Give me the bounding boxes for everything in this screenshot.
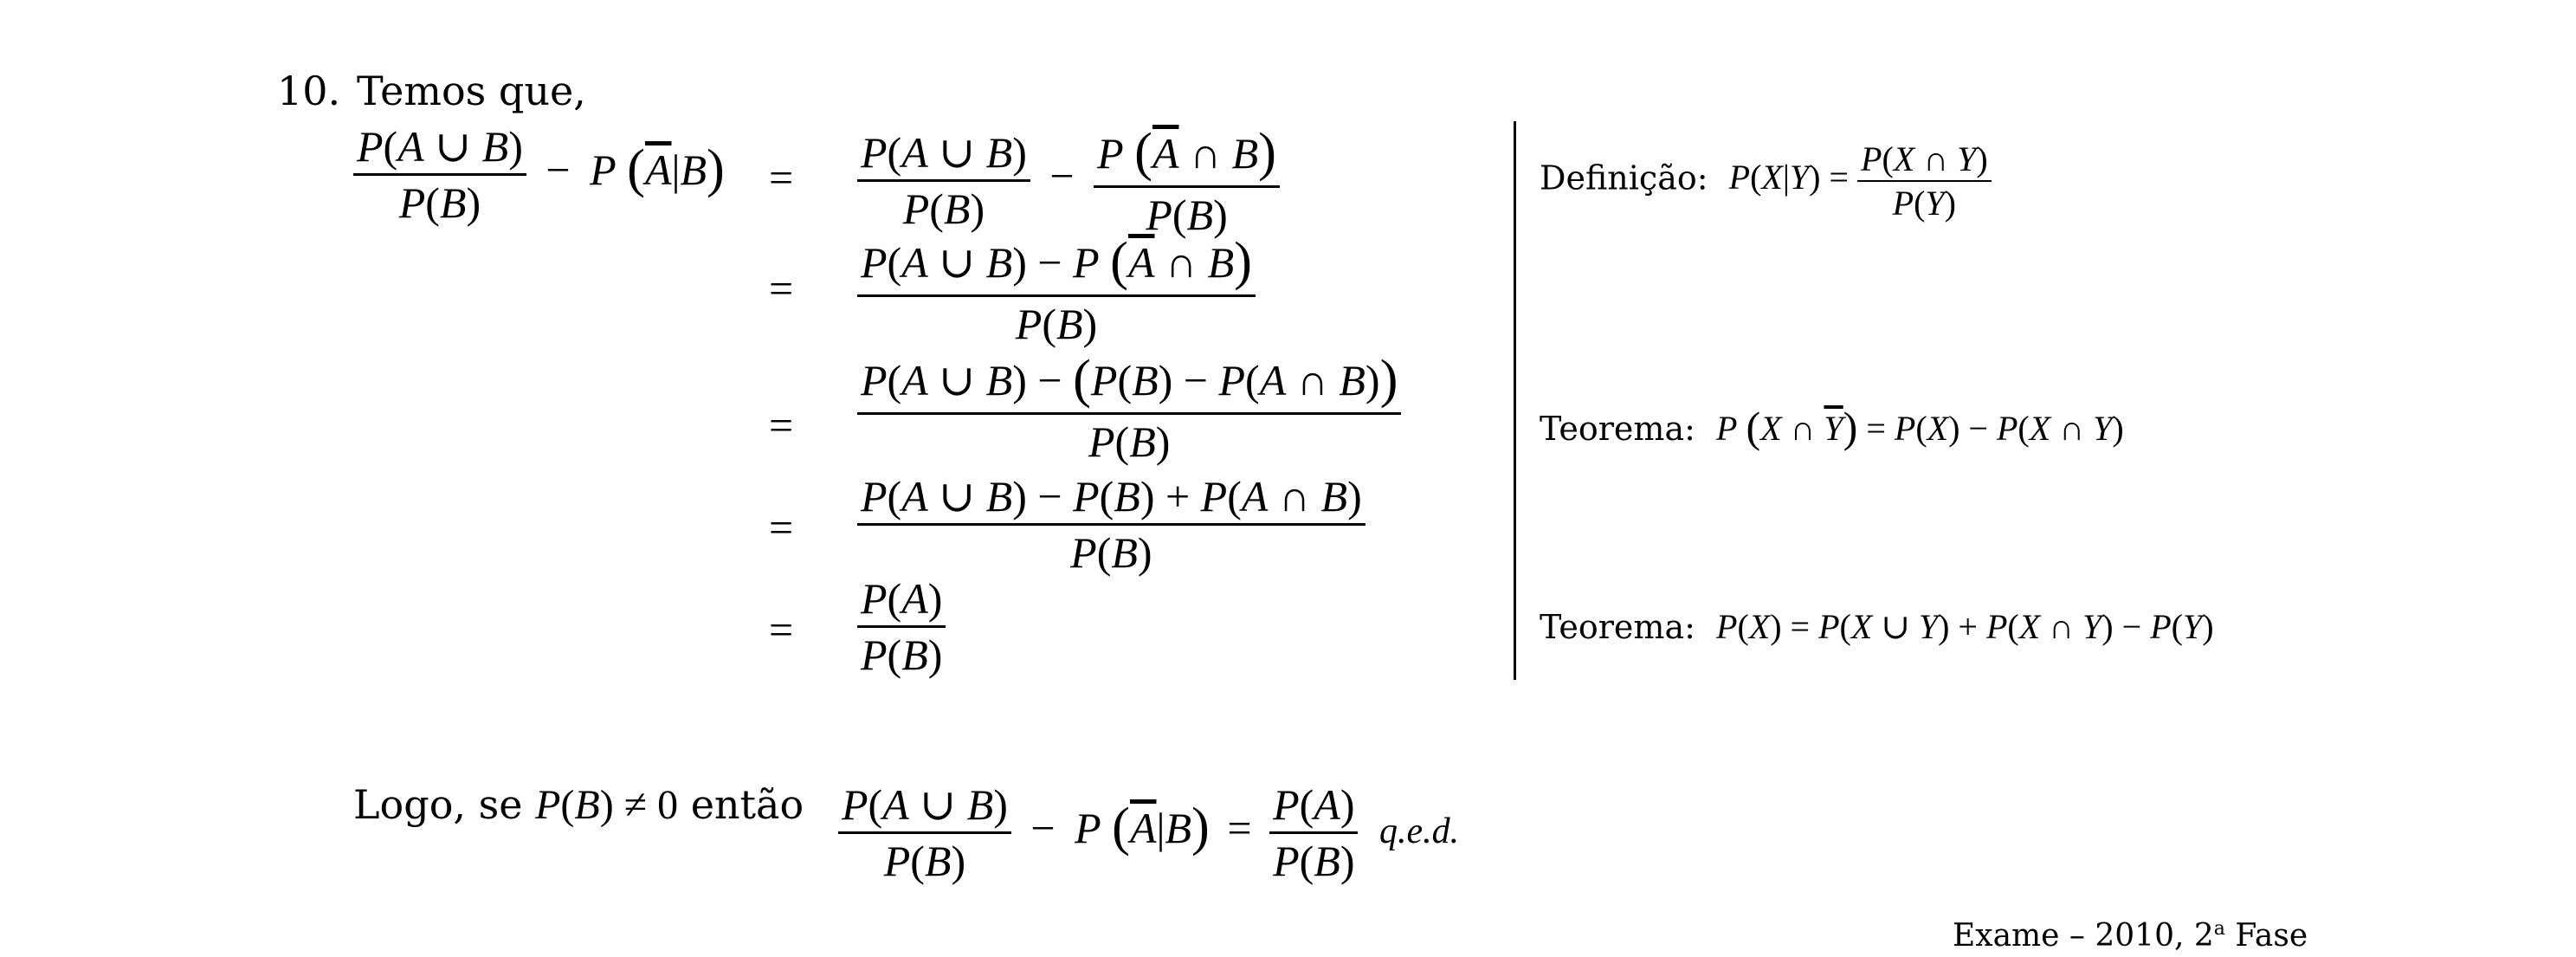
lhs-minus: − — [546, 145, 571, 194]
derivation-lhs: P(A ∪ B) P(B) − P (A|B) — [353, 123, 725, 226]
lhs-denominator: P(B) — [398, 178, 481, 227]
conclusion-prefix: Logo, se — [353, 781, 523, 828]
justification-1-label: Definição: — [1540, 158, 1708, 197]
justification-theorem-union: Teorema: P(X) = P(X ∪ Y) + P(X ∩ Y) − P(… — [1540, 610, 2214, 644]
justification-definition: Definição: P(X|Y) = P(X ∩ Y) P(Y) — [1540, 140, 1992, 222]
conclusion-condition: P(B) ≠ 0 — [535, 782, 679, 828]
qed-mark: q.e.d. — [1378, 811, 1460, 851]
justification-1-formula: P(X|Y) = P(X ∩ Y) P(Y) — [1729, 140, 1992, 222]
equals-3: = — [769, 401, 794, 449]
conclusion-formula: P(A ∪ B) P(B) − P (A|B) = P(A) P(B) q.e.… — [838, 781, 1459, 884]
conclusion-then: então — [690, 781, 804, 828]
step-1-minus: − — [1049, 151, 1075, 200]
conclusion: Logo, se P(B) ≠ 0 então — [353, 785, 804, 826]
lhs-conditional-term: P (A|B) — [590, 137, 725, 198]
conclusion-lhs-fraction: P(A ∪ B) P(B) — [838, 781, 1011, 884]
equals-4: = — [769, 503, 794, 552]
exam-source-ordinal: a — [2213, 918, 2225, 940]
justification-divider — [1514, 121, 1516, 680]
justification-1-fraction: P(X ∩ Y) P(Y) — [1857, 140, 1992, 222]
justification-theorem-complement: Teorema: P (X ∩ Y) = P(X) − P(X ∩ Y) — [1540, 405, 2124, 449]
conclusion-conditional-term: P (A|B) — [1075, 795, 1210, 857]
conclusion-rhs-fraction: P(A) P(B) — [1269, 781, 1359, 884]
step-4: P(A ∪ B) − P(B) + P(A ∩ B) P(B) — [857, 473, 1365, 576]
equals-1: = — [769, 153, 794, 202]
justification-3-formula: P(X) = P(X ∪ Y) + P(X ∩ Y) − P(Y) — [1716, 607, 2214, 646]
step-1: P(A ∪ B) P(B) − P (A ∩ B) P(B) — [857, 122, 1280, 238]
justification-2-formula: P (X ∩ Y) = P(X) − P(X ∩ Y) — [1716, 403, 2124, 451]
conclusion-equals: = — [1227, 803, 1252, 852]
step-1-fraction-a: P(A ∪ B) P(B) — [857, 129, 1030, 232]
conclusion-minus: − — [1030, 803, 1056, 852]
equals-2: = — [769, 264, 794, 313]
lhs-fraction: P(A ∪ B) P(B) — [353, 123, 526, 226]
step-3: P(A ∪ B) − (P(B) − P(A ∩ B)) P(B) — [857, 349, 1402, 465]
problem-number: 10. — [277, 68, 341, 114]
exam-source: Exame – 2010, 2a Fase — [1953, 920, 2308, 952]
equals-5: = — [769, 605, 794, 654]
lhs-numerator: P(A ∪ B) — [353, 123, 526, 176]
exam-source-text: Exame – 2010, 2 — [1953, 918, 2214, 954]
exam-source-phase: Fase — [2235, 918, 2308, 954]
step-1-fraction-b: P (A ∩ B) P(B) — [1094, 122, 1280, 238]
step-5: P(A) P(B) — [857, 575, 946, 678]
justification-3-label: Teorema: — [1540, 608, 1695, 646]
step-2: P(A ∪ B) − P (A ∩ B) P(B) — [857, 231, 1256, 347]
step-5-fraction: P(A) P(B) — [857, 575, 946, 678]
justification-2-label: Teorema: — [1540, 410, 1695, 448]
problem-intro: Temos que, — [357, 68, 586, 114]
step-2-fraction: P(A ∪ B) − P (A ∩ B) P(B) — [857, 231, 1256, 347]
step-4-fraction: P(A ∪ B) − P(B) + P(A ∩ B) P(B) — [857, 473, 1365, 576]
step-3-fraction: P(A ∪ B) − (P(B) − P(A ∩ B)) P(B) — [857, 349, 1402, 465]
